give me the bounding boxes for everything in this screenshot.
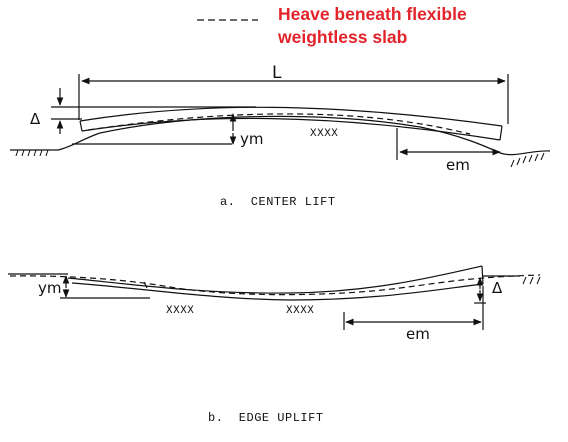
b-slab-top bbox=[67, 265, 483, 294]
a-delta-label: Δ bbox=[30, 110, 41, 128]
a-slab-bottom bbox=[81, 117, 501, 141]
a-ground-hatching-left bbox=[15, 149, 49, 157]
a-heave-dashed-curve bbox=[87, 113, 471, 135]
b-slab-bottom bbox=[71, 282, 484, 301]
b-heave-dashed-curve bbox=[9, 274, 541, 296]
a-ground-hatching-right bbox=[510, 152, 545, 168]
a-ym-label: ym bbox=[240, 130, 264, 148]
b-em-label: em bbox=[406, 325, 430, 343]
b-ym-label: ym bbox=[38, 279, 62, 297]
b-delta-label: Δ bbox=[492, 279, 503, 297]
a-soil-profile bbox=[10, 115, 551, 156]
a-x-marks: XXXX bbox=[310, 128, 338, 140]
b-x-marks-left: XXXX bbox=[166, 305, 194, 317]
a-em-label: em bbox=[446, 156, 470, 174]
panel-a-center-lift bbox=[10, 74, 551, 160]
legend-line-1: Heave beneath flexible bbox=[278, 4, 467, 24]
a-slab-top bbox=[79, 106, 503, 127]
panel-b-edge-uplift bbox=[8, 265, 541, 330]
b-ground-hatching-right bbox=[522, 276, 541, 285]
a-length-label: L bbox=[272, 63, 282, 83]
caption-a: a. CENTER LIFT bbox=[220, 195, 336, 209]
legend-line-2: weightless slab bbox=[278, 27, 408, 47]
b-x-marks-mid: XXXX bbox=[286, 305, 314, 317]
legend-text: Heave beneath flexible weightless slab bbox=[278, 3, 467, 49]
caption-b: b. EDGE UPLIFT bbox=[208, 411, 324, 425]
